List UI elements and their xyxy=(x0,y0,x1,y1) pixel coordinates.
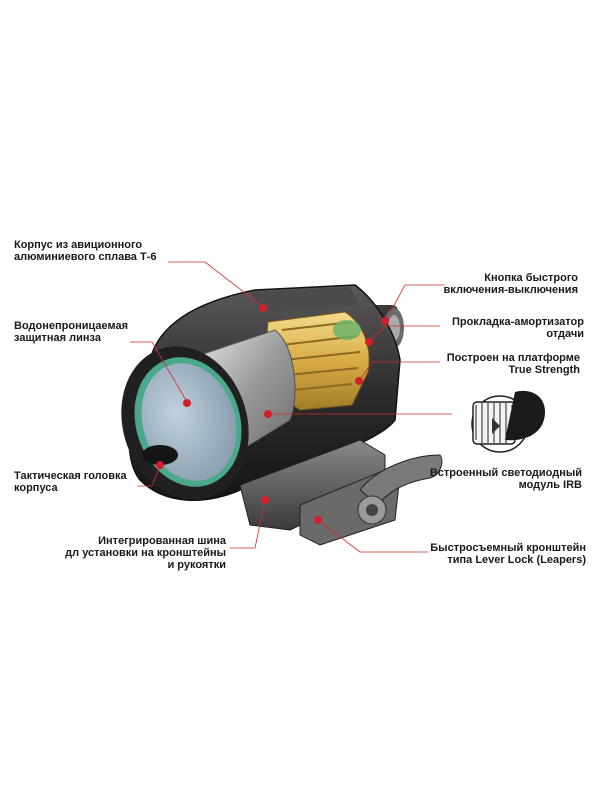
leader-body-material xyxy=(168,261,264,308)
dot-waterproof-lens xyxy=(183,399,191,407)
dot-recoil-gasket xyxy=(365,338,373,346)
leader-waterproof-lens xyxy=(130,341,188,403)
leader-tactical-head xyxy=(138,465,161,487)
leader-quick-switch xyxy=(385,284,445,321)
leader-integrated-rail xyxy=(230,499,266,549)
leader-lever-lock xyxy=(317,519,428,553)
leader-recoil-gasket xyxy=(369,325,440,342)
lever-lock-mount xyxy=(239,439,443,546)
brass-driver xyxy=(266,311,370,411)
dot-quick-switch xyxy=(381,317,389,325)
dot-body-material xyxy=(259,304,267,312)
lens-head xyxy=(121,346,249,500)
dot-integrated-rail xyxy=(261,496,269,504)
dot-lever-lock xyxy=(314,516,322,524)
led-module-inset xyxy=(471,390,545,453)
dot-true-strength xyxy=(355,377,363,385)
leader-lines xyxy=(130,261,452,553)
dot-led-module xyxy=(264,410,272,418)
leader-true-strength xyxy=(359,361,440,381)
dot-tactical-head xyxy=(156,461,164,469)
callout-dots xyxy=(156,304,389,524)
